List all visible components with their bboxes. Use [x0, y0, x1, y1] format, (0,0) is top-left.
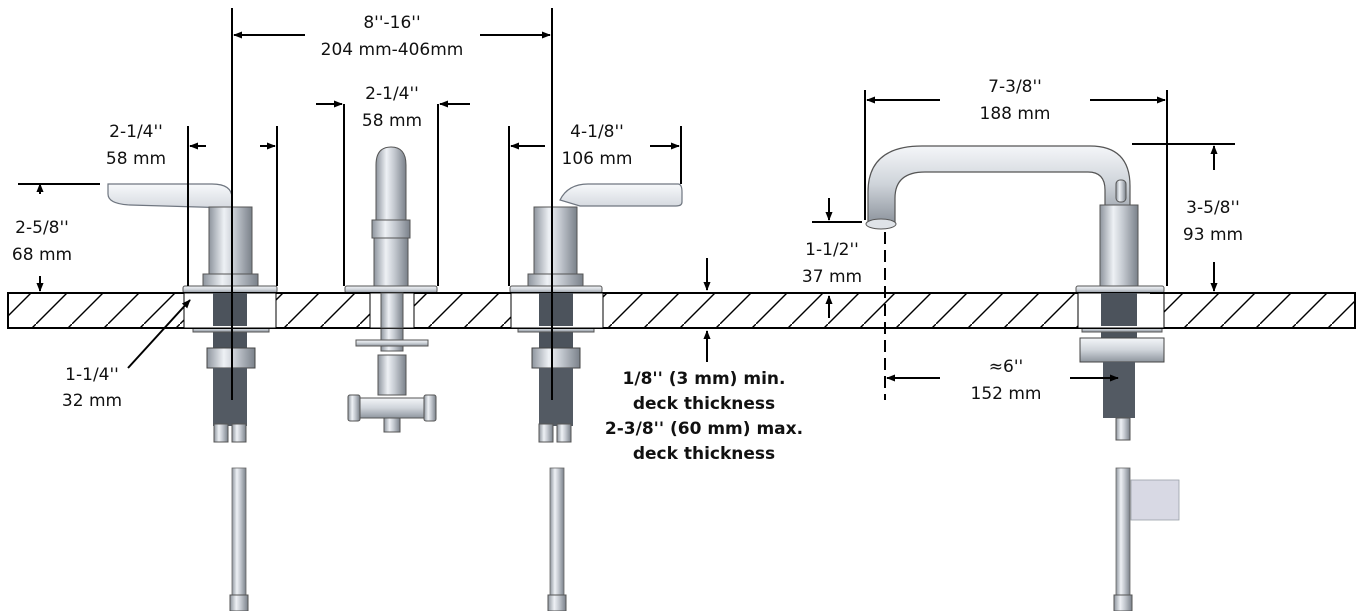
spout-height-mm: 93 mm: [1183, 225, 1243, 245]
center-spread-mm: 204 mm-406mm: [321, 40, 464, 60]
spout-height-inch: 3-5/8'': [1186, 198, 1240, 218]
right-handle-reach-mm: 106 mm: [562, 149, 633, 169]
dimension-lines: [18, 8, 1235, 400]
spout-outlet-height-inch: 1-1/2'': [805, 240, 859, 260]
left-handle-width-inch: 2-1/4'': [109, 122, 163, 142]
center-valve-width-inch: 2-1/4'': [365, 84, 419, 104]
right-handle-valve: [509, 183, 683, 612]
spout: [865, 145, 1180, 612]
spout-reach-inch: 7-3/8'': [988, 77, 1042, 97]
right-handle-reach-inch: 4-1/8'': [570, 122, 624, 142]
center-spread-inch: 8''-16'': [363, 13, 420, 33]
deck-min-line1: 1/8'' (3 mm) min.: [623, 369, 786, 389]
center-valve-width-mm: 58 mm: [362, 111, 422, 131]
handle-height-mm: 68 mm: [12, 245, 72, 265]
center-diverter-valve: [344, 146, 438, 433]
deck-max-line1: 2-3/8'' (60 mm) max.: [605, 419, 803, 439]
deck-min-line2: deck thickness: [633, 394, 775, 414]
shank-diameter-mm: 32 mm: [62, 391, 122, 411]
spout-offset-mm: 152 mm: [971, 384, 1042, 404]
shank-diameter-inch: 1-1/4'': [65, 365, 119, 385]
left-handle-valve: [107, 183, 278, 612]
deck-max-line2: deck thickness: [633, 444, 775, 464]
spout-offset-inch: ≈6'': [989, 357, 1023, 377]
spout-reach-mm: 188 mm: [980, 104, 1051, 124]
dimension-labels: 8''-16'' 204 mm-406mm 2-1/4'' 58 mm 2-1/…: [12, 13, 1243, 464]
spout-outlet-height-mm: 37 mm: [802, 267, 862, 287]
countertop-deck: [7, 292, 1356, 329]
left-handle-width-mm: 58 mm: [106, 149, 166, 169]
handle-height-inch: 2-5/8'': [15, 218, 69, 238]
